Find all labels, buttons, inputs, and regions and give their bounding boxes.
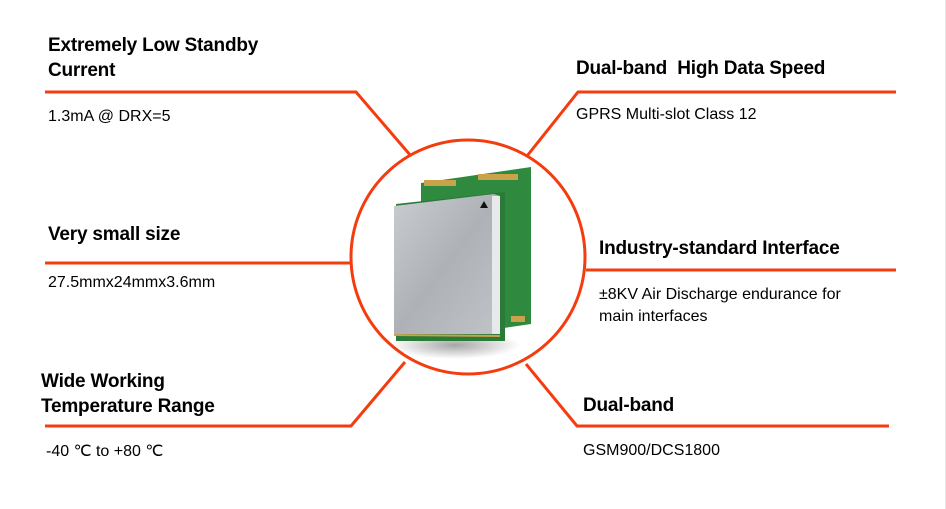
feature-detail-data-speed: GPRS Multi-slot Class 12 [576,106,757,123]
product-circle [349,138,587,376]
gsm-module-image [390,167,531,359]
feature-detail-dual-band: GSM900/DCS1800 [583,442,720,459]
line-top-left [45,90,413,157]
feature-detail-interface: ±8KV Air Discharge endurance for main in… [599,284,841,328]
line-top-right [525,90,896,157]
feature-title-interface: Industry-standard Interface [599,238,840,259]
line-bottom-left [45,361,407,428]
feature-detail-size: 27.5mmx24mmx3.6mm [48,274,216,291]
feature-detail-standby: 1.3mA @ DRX=5 [48,108,171,125]
pin1-marker-icon [480,201,488,208]
feature-title-temperature: Wide Working Temperature Range [41,369,215,419]
line-bottom-right [524,363,889,428]
feature-detail-temperature: -40 ℃ to +80 ℃ [46,443,164,460]
title-line: Temperature Range [41,396,215,417]
title-line: Wide Working [41,371,165,392]
feature-title-size: Very small size [48,224,181,245]
title-line: Extremely Low Standby [48,35,259,56]
feature-title-data-speed: Dual-band High Data Speed [576,58,826,79]
detail-line: ±8KV Air Discharge endurance for [599,286,841,303]
detail-line: main interfaces [599,308,708,325]
feature-title-dual-band: Dual-band [583,395,675,416]
feature-title-standby: Extremely Low Standby Current [48,33,258,83]
title-line: Current [48,60,116,81]
